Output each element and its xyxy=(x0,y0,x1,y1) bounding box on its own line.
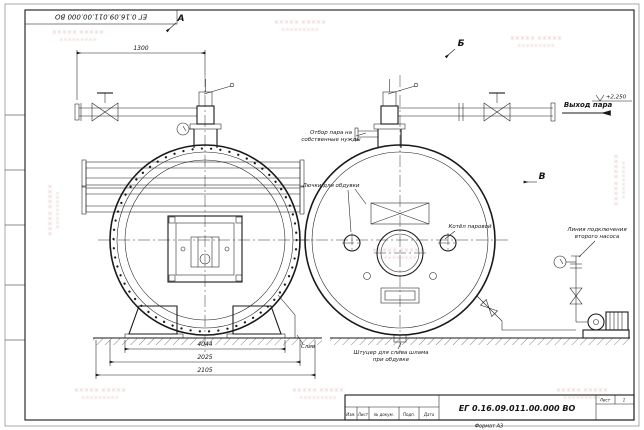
watermark: ××××× ××××× xyxy=(372,247,424,254)
own-needs-text-1: Отбор пара на xyxy=(310,130,353,136)
annotation-drain: Слив xyxy=(296,334,315,350)
gate-valve-right xyxy=(483,92,511,122)
burner-door xyxy=(167,215,243,283)
pump-motor xyxy=(605,311,629,331)
soot-blower-casings xyxy=(81,159,305,215)
pump-line-text-1: Линия подключения xyxy=(566,227,627,233)
sheet-border xyxy=(4,3,640,427)
view-label-a: А xyxy=(177,14,185,24)
dimension-bottom-2: 2025 xyxy=(109,340,301,366)
watermark: ××××××××× xyxy=(81,395,119,401)
format-label: Формат А3 xyxy=(475,424,503,430)
drain-text: Слив xyxy=(301,344,315,350)
title-col-sign: Подп. xyxy=(403,412,415,417)
handhole-left xyxy=(342,233,362,253)
handhole-right xyxy=(438,233,458,253)
top-inspection-hatch xyxy=(370,202,430,225)
watermark: ××××××××× xyxy=(621,161,627,199)
dimensions: 1300 4044 2025 2105 xyxy=(76,45,316,379)
steam-output-text: Выход пара xyxy=(564,101,613,109)
ground-left xyxy=(93,337,322,345)
blow-hatches-text: Лючки для обдувки xyxy=(302,183,360,189)
watermark: ××××××××× xyxy=(55,191,61,229)
annotation-sludge: Штуцер для слива шлама при обдувке xyxy=(354,342,430,363)
pump-line-text-2: второго насоса xyxy=(575,234,620,240)
watermark: ××××××××× xyxy=(517,43,555,49)
saddle-supports-left xyxy=(124,305,286,339)
title-sheet-label: Лист xyxy=(599,398,611,403)
dimension-bottom-3: 2105 xyxy=(95,340,316,379)
view-b-rear xyxy=(296,75,630,352)
watermark: ××××××××× xyxy=(299,395,337,401)
dim-bottom-2-text: 2025 xyxy=(197,354,212,361)
title-col-list: Лист xyxy=(357,412,369,417)
fitting-left xyxy=(363,272,371,280)
watermark: ××××× ××××× xyxy=(274,19,326,26)
pump-body xyxy=(587,313,605,331)
annotation-own-needs: Отбор пара на собственные нужды xyxy=(301,130,367,143)
drain-pipe xyxy=(277,294,296,338)
title-doc-code: ЕГ 0.16.09.011.00.000 ВО xyxy=(459,404,576,413)
watermark: ××××× ××××× xyxy=(47,184,54,236)
watermark: ××××××××× xyxy=(379,255,417,261)
top-code-text: ЕГ 0.16.09.011.00.000 ВО xyxy=(54,13,147,21)
view-label-b: Б xyxy=(458,39,465,49)
fitting-right xyxy=(429,272,437,280)
ground-right xyxy=(330,337,630,345)
burner-sight-glass xyxy=(199,253,211,265)
own-needs-branch xyxy=(354,127,378,141)
safety-valve-right xyxy=(373,79,419,148)
annotation-blow-hatches: Лючки для обдувки xyxy=(302,183,367,233)
elevation-text: +2,250 xyxy=(606,95,627,101)
pump-riser-pipe xyxy=(569,255,588,323)
sludge-text-1: Штуцер для слива шлама xyxy=(354,350,430,356)
watermark: ××××××××× xyxy=(281,27,319,33)
watermark: ××××× ××××× xyxy=(52,29,104,36)
title-col-doc: № докум. xyxy=(373,412,394,417)
dim-bottom-1-text: 4044 xyxy=(197,341,212,348)
view-labels: А Б В xyxy=(165,14,546,184)
manhole xyxy=(374,229,426,277)
feed-pump-assembly xyxy=(553,255,630,339)
annotation-steam-output: Выход пара xyxy=(562,101,613,116)
annotation-boiler-label: Котёл паровой xyxy=(444,224,492,240)
watermark: ××××××××× xyxy=(59,37,97,43)
annotations: Выход пара +2,250 Отбор пара на собствен… xyxy=(296,95,632,363)
title-sheet-value: 1 xyxy=(623,398,626,403)
relief-pipe-left xyxy=(74,92,197,122)
steam-outlet-pipe xyxy=(398,92,556,122)
sludge-text-2: при обдувке xyxy=(373,357,410,363)
watermark: ××××× ××××× xyxy=(510,35,562,42)
view-label-v: В xyxy=(539,172,546,182)
annotation-elevation: +2,250 xyxy=(592,95,632,102)
watermark: ××××××××× xyxy=(563,395,601,401)
dimension-bottom-1: 4044 xyxy=(124,340,286,353)
blowdown-piping xyxy=(476,295,576,331)
title-col-date: Дата xyxy=(423,412,435,417)
watermark: ××××× ××××× xyxy=(556,387,608,394)
watermarks: ××××× ×××××××××××××× ××××× ×××××××××××××… xyxy=(47,19,627,401)
watermark: ××××× ××××× xyxy=(74,387,126,394)
view-a-front xyxy=(74,75,322,352)
bottom-hatch xyxy=(380,287,420,304)
top-code-stamp: ЕГ 0.16.09.011.00.000 ВО xyxy=(24,9,178,25)
gate-valve-left xyxy=(91,92,119,122)
dim-1300-text: 1300 xyxy=(133,45,148,52)
own-needs-text-2: собственные нужды xyxy=(301,137,361,143)
pump-baseplate xyxy=(582,329,630,339)
annotation-pump-line: Линия подключения второго насоса xyxy=(566,227,627,258)
pump-pressure-gauge xyxy=(553,255,576,269)
safety-valve-left xyxy=(189,79,235,148)
watermark: ××××× ××××× xyxy=(613,154,620,206)
dim-bottom-3-text: 2105 xyxy=(197,367,212,374)
boiler-label-text: Котёл паровой xyxy=(448,224,492,230)
title-col-izm: Изм. xyxy=(346,412,355,417)
dimension-1300: 1300 xyxy=(76,45,206,100)
title-block: Изм. Лист № докум. Подп. Дата ЕГ 0.16.09… xyxy=(344,394,635,430)
pressure-gauge-left xyxy=(176,122,194,136)
watermark: ××××× ××××× xyxy=(292,387,344,394)
